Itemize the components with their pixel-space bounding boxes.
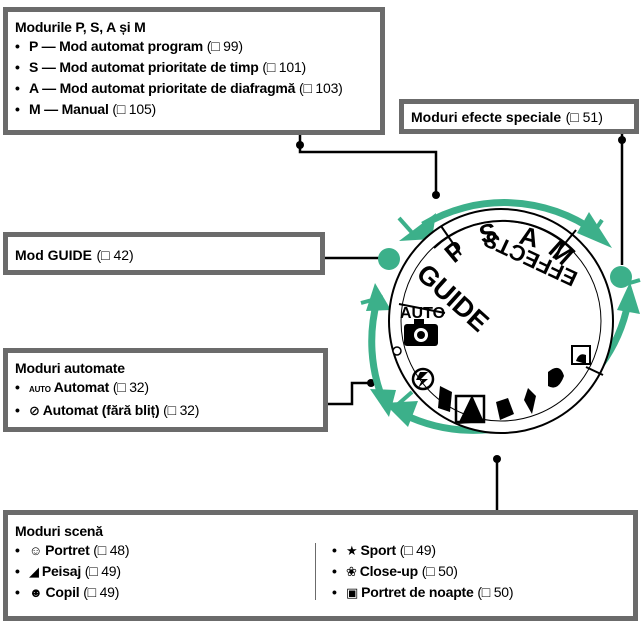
dial-ticks	[360, 216, 641, 408]
psam-arrow-left	[399, 213, 436, 241]
scene-list-left: •☺Portret (□ 48) •◢Peisaj (□ 49) •☻Copil…	[15, 540, 315, 603]
page-ref: (□ 103)	[298, 80, 343, 96]
list-item: •S — Mod automat prioritate de timp (□ 1…	[15, 59, 306, 75]
connector-dot-psam	[296, 141, 304, 149]
effects-box: Moduri efecte speciale (□ 51)	[399, 99, 639, 134]
page-ref: (□ 48)	[93, 542, 130, 558]
page-ref: (□ 50)	[421, 563, 458, 579]
closeup-icon	[548, 367, 564, 388]
page-ref: (□ 49)	[83, 584, 120, 600]
dial-label-auto: AUTO	[400, 305, 445, 322]
landscape-icon: ◢	[29, 564, 39, 579]
connector-auto	[328, 381, 371, 406]
list-item: •◢Peisaj (□ 49)	[15, 561, 315, 582]
portrait-icon: ☺	[29, 543, 43, 558]
auto-arrow-bottom	[370, 389, 396, 417]
page-ref: (□ 42)	[96, 247, 134, 263]
list-item: •★Sport (□ 49)	[332, 540, 626, 561]
guide-dot	[378, 248, 400, 270]
dial-icons	[404, 319, 591, 424]
page-ref: (□ 32)	[163, 402, 200, 418]
page-ref: (□ 50)	[477, 584, 514, 600]
list-item: •▣Portret de noapte (□ 50)	[332, 582, 626, 603]
scene-list-right: •★Sport (□ 49) •❀Close-up (□ 50) •▣Portr…	[332, 540, 626, 603]
effects-label: Moduri efecte speciale	[411, 109, 562, 125]
effects-dot	[610, 266, 632, 288]
guide-label: Mod GUIDE	[15, 247, 92, 263]
psam-modes-box: Modurile P, S, A și M •P — Mod automat p…	[3, 7, 385, 135]
list-item: •⊘Automat (fără bliț) (□ 32)	[15, 400, 316, 421]
page-ref: (□ 51)	[565, 109, 603, 125]
no-flash-icon: ⊘	[29, 403, 40, 418]
landscape-icon	[458, 395, 484, 424]
scene-modes-box: Moduri scenă •☺Portret (□ 48) •◢Peisaj (…	[3, 510, 638, 621]
connector-psam	[298, 135, 438, 195]
sport-icon: ★	[346, 543, 358, 558]
page-ref: (□ 49)	[399, 542, 436, 558]
connector-dot-guide-arrow	[432, 191, 440, 199]
night-portrait-icon: ▣	[346, 585, 359, 600]
page-ref: (□ 32)	[112, 379, 149, 395]
page-ref: (□ 101)	[262, 59, 306, 75]
night-portrait-icon	[571, 345, 591, 365]
list-item: •P — Mod automat program (□ 99)	[15, 38, 243, 54]
list-item: •A — Mod automat prioritate de diafragmă…	[15, 80, 343, 96]
psam-arc	[421, 199, 599, 235]
connector-dot-effects	[618, 136, 626, 144]
auto-title: Moduri automate	[15, 360, 125, 376]
portrait-icon	[438, 386, 452, 412]
auto-icon: AUTO	[29, 385, 51, 394]
child-icon: ☻	[29, 585, 43, 600]
list-item: •❀Close-up (□ 50)	[332, 561, 626, 582]
arrow-heads	[366, 212, 640, 427]
page-ref: (□ 105)	[112, 101, 157, 117]
page-ref: (□ 99)	[206, 38, 243, 54]
connector-dot-auto	[367, 379, 375, 387]
connector-dot-scene	[493, 455, 501, 463]
page-ref: (□ 49)	[84, 563, 121, 579]
child-icon	[496, 398, 514, 420]
psam-title: Modurile P, S, A și M	[15, 19, 146, 35]
list-item: •☺Portret (□ 48)	[15, 540, 315, 561]
scene-arrow-right	[617, 282, 640, 314]
closeup-icon: ❀	[346, 564, 357, 579]
guide-box: Mod GUIDE (□ 42)	[3, 232, 325, 275]
scene-arrow-left	[384, 401, 418, 427]
psam-list: •P — Mod automat program (□ 99) •S — Mod…	[15, 36, 373, 120]
list-item: •☻Copil (□ 49)	[15, 582, 315, 603]
column-divider	[315, 543, 316, 600]
list-item: •M — Manual (□ 105)	[15, 101, 157, 117]
sport-icon	[524, 388, 536, 414]
no-flash-icon	[411, 367, 435, 391]
scene-title: Moduri scenă	[15, 523, 103, 539]
